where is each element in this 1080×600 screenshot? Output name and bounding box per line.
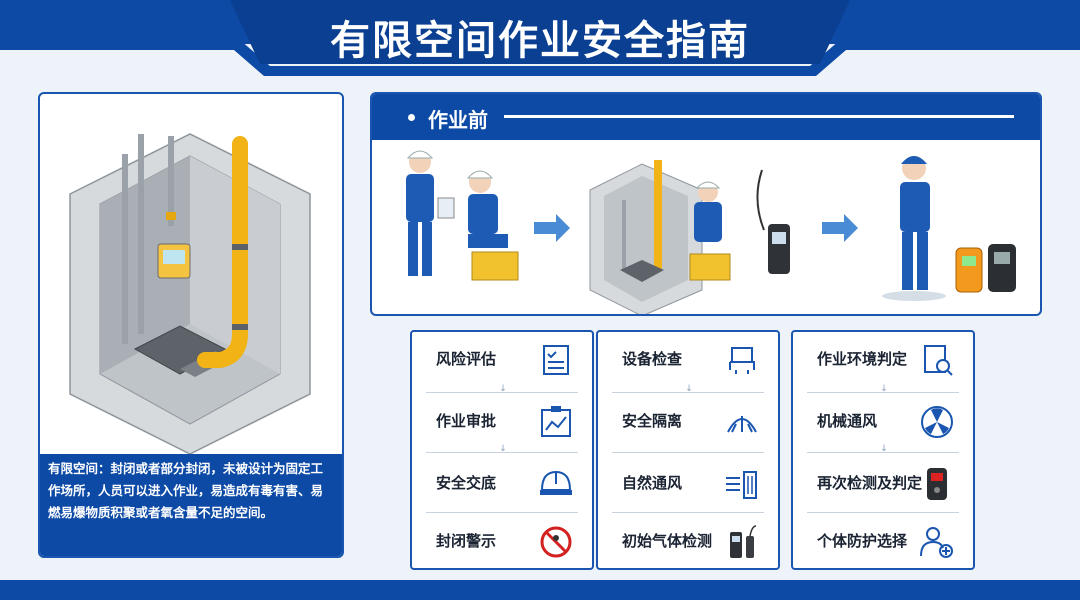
step-label: 风险评估 <box>436 350 497 368</box>
arrow-down-icon: ↓ <box>880 384 888 394</box>
step-label: 再次检测及判定 <box>817 474 923 492</box>
step-ppe-selection: 个体防护选择 <box>793 514 973 570</box>
checklist-icon <box>536 340 576 380</box>
step-label: 设备检查 <box>622 350 683 368</box>
arrow-down-icon: ↓ <box>685 384 693 394</box>
step-column-3: 作业环境判定 ↓ 机械通风 ↓ 再次检测及判定 个体防护选择 <box>791 330 975 570</box>
step-initial-gas-detection: 初始气体检测 <box>598 514 778 570</box>
arrow-down-icon: ↓ <box>499 444 507 454</box>
orange-detector <box>955 247 983 293</box>
step-mechanical-ventilation: 机械通风 <box>793 394 973 450</box>
document-search-icon <box>917 340 957 380</box>
header-banner: 有限空间作业安全指南 <box>0 0 1080 78</box>
supervisor-figure <box>406 150 455 276</box>
header-line <box>504 115 1014 118</box>
step-label: 安全隔离 <box>622 412 683 430</box>
gas-detector-device <box>756 169 790 274</box>
step-closure-warning: 封闭警示 <box>412 514 592 570</box>
confined-space-panel: 有限空间：封闭或者部分封闭，未被设计为固定工作场所，人员可以进入作业，易造成有毒… <box>38 92 344 558</box>
step-natural-ventilation: 自然通风 <box>598 456 778 512</box>
pre-work-label: 作业前 <box>428 108 488 132</box>
gas-detector-icon <box>722 522 762 562</box>
step-environment-assessment: 作业环境判定 <box>793 332 973 388</box>
space-inspection-figure <box>589 160 731 314</box>
arrow-right-icon <box>534 214 570 242</box>
chart-clipboard-icon <box>536 402 576 442</box>
no-entry-icon <box>536 522 576 562</box>
hard-hat-icon <box>536 464 576 504</box>
step-safety-isolation: 安全隔离 <box>598 394 778 450</box>
step-safety-briefing: 安全交底 <box>412 456 592 512</box>
step-equipment-check: 设备检查 <box>598 332 778 388</box>
confined-space-illustration <box>69 133 311 454</box>
black-detector <box>988 244 1016 292</box>
step-label: 安全交底 <box>436 474 497 492</box>
person-add-icon <box>917 522 957 562</box>
step-label: 初始气体检测 <box>622 532 713 550</box>
step-label: 机械通风 <box>817 412 878 430</box>
step-label: 封闭警示 <box>436 532 497 550</box>
step-work-approval: 作业审批 <box>412 394 592 450</box>
kneeling-worker-figure <box>466 170 519 281</box>
step-label: 个体防护选择 <box>817 532 908 550</box>
step-label: 作业环境判定 <box>817 350 908 368</box>
step-column-1: 风险评估 ↓ 作业审批 ↓ 安全交底 封闭警示 <box>410 330 594 570</box>
arrow-right-icon <box>822 214 858 242</box>
protected-worker-figure <box>882 156 946 301</box>
step-label: 作业审批 <box>436 412 497 430</box>
confined-space-definition: 有限空间：封闭或者部分封闭，未被设计为固定工作场所，人员可以进入作业，易造成有毒… <box>40 454 342 556</box>
step-risk-assessment: 风险评估 <box>412 332 592 388</box>
footer-bar <box>0 580 1080 600</box>
bullet-icon <box>408 114 415 121</box>
arrow-down-icon: ↓ <box>880 444 888 454</box>
barrier-icon <box>722 402 762 442</box>
ventilation-icon <box>722 464 762 504</box>
multi-gas-detector-icon <box>917 464 957 504</box>
step-column-2: 设备检查 ↓ 安全隔离 自然通风 初始气体检测 <box>596 330 780 570</box>
pre-work-panel: 作业前 <box>370 92 1042 316</box>
pre-work-header: 作业前 <box>372 94 1040 140</box>
step-recheck-judgement: 再次检测及判定 <box>793 456 973 512</box>
page-title: 有限空间作业安全指南 <box>330 18 750 64</box>
step-label: 自然通风 <box>622 474 683 492</box>
equipment-icon <box>722 340 762 380</box>
arrow-down-icon: ↓ <box>499 384 507 394</box>
fan-icon <box>917 402 957 442</box>
header-shape <box>0 0 1080 76</box>
pre-work-illustration <box>406 150 1016 314</box>
